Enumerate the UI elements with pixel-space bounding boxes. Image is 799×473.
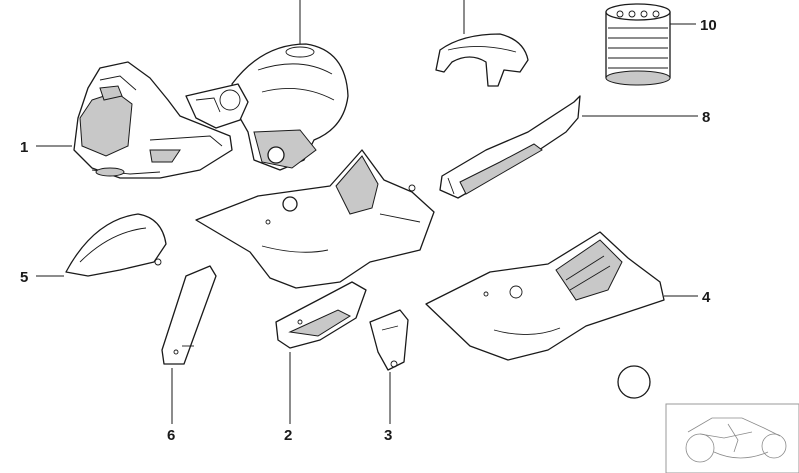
callout-6: 6 <box>167 427 175 444</box>
part-round-cap[interactable] <box>617 365 651 399</box>
callout-8: 8 <box>702 109 710 126</box>
part-fuel-tank[interactable] <box>185 43 349 171</box>
part-front-mudguard[interactable] <box>65 213 167 277</box>
part-right-side-panel[interactable] <box>425 231 665 361</box>
callout-10: 10 <box>700 17 717 34</box>
part-side-strip[interactable] <box>161 265 217 365</box>
part-rear-trim[interactable] <box>439 95 581 199</box>
part-front-fairing[interactable] <box>73 61 233 179</box>
callout-3: 3 <box>384 427 392 444</box>
part-seat-cowl[interactable] <box>435 33 529 87</box>
part-bracket[interactable] <box>369 309 409 371</box>
motorcycle-inset <box>665 403 799 473</box>
callout-2: 2 <box>284 427 292 444</box>
part-lower-fairing[interactable] <box>275 281 367 349</box>
part-side-panel[interactable] <box>195 149 435 289</box>
callout-4: 4 <box>702 289 711 306</box>
callout-5: 5 <box>20 269 28 286</box>
callout-1: 1 <box>20 139 28 156</box>
part-filter-cartridge[interactable] <box>605 3 671 86</box>
